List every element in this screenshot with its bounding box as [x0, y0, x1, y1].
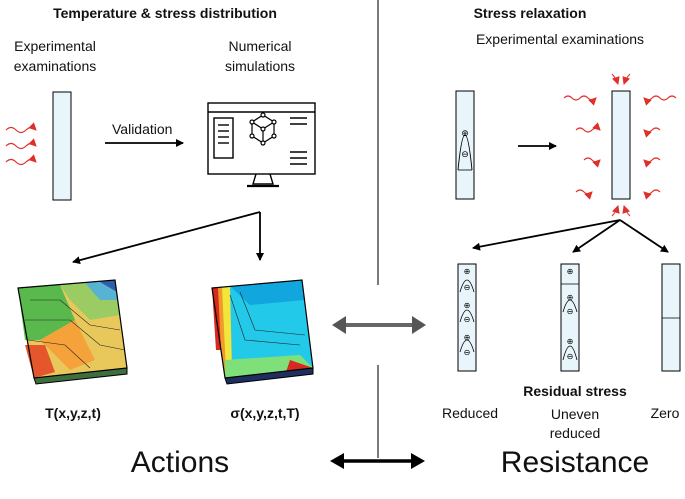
heat-wave-icon	[5, 122, 37, 166]
temperature-field-label: T(x,y,z,t)	[45, 405, 101, 421]
experimental-label-left: Experimental examinations	[13, 38, 97, 74]
plus-sign: ⊕	[567, 337, 574, 346]
residual-stress-label: Residual stress	[523, 383, 627, 399]
specimen-heated	[611, 90, 631, 200]
specimen-reduced: ⊕ ⊖ ⊕ ⊖ ⊕ ⊖	[457, 263, 477, 372]
left-panel-title: Temperature & stress distribution	[53, 5, 277, 21]
heat-wave-icon	[563, 73, 677, 217]
minus-sign: ⊖	[464, 315, 471, 324]
plus-sign: ⊕	[461, 129, 469, 139]
outcome-zero-label: Zero	[650, 405, 680, 421]
numerical-simulations-label: Numerical simulations	[224, 38, 296, 74]
stress-field-plate	[211, 279, 314, 385]
specimen-initial: ⊕ ⊖	[455, 90, 475, 200]
plus-sign: ⊕	[464, 333, 471, 342]
cube-network-icon	[249, 112, 277, 146]
actions-resistance-double-arrow	[330, 453, 425, 469]
minus-sign: ⊖	[464, 348, 471, 357]
specimen-uneven: ⊕ ⊕ ⊖ ⊕ ⊖	[560, 263, 580, 372]
experimental-label-right: Experimental examinations	[475, 31, 645, 47]
plate-left	[52, 91, 72, 201]
plus-sign: ⊕	[567, 293, 574, 302]
minus-sign: ⊖	[464, 283, 471, 292]
plus-sign: ⊕	[567, 267, 574, 276]
interaction-double-arrow	[332, 316, 426, 334]
actions-label: Actions	[130, 446, 230, 479]
temperature-field-plate	[17, 279, 128, 385]
plus-sign: ⊕	[464, 267, 471, 276]
minus-sign: ⊖	[461, 150, 469, 160]
validation-label: Validation	[112, 121, 173, 137]
resistance-label: Resistance	[500, 446, 650, 479]
specimen-zero	[661, 263, 681, 372]
outcome-uneven-label: Uneven reduced	[549, 406, 601, 441]
computer-monitor-icon	[207, 102, 316, 188]
minus-sign: ⊖	[567, 307, 574, 316]
outcome-arrows	[472, 219, 669, 253]
stress-field-label: σ(x,y,z,t,T)	[230, 405, 300, 421]
arrow-to-temperature	[72, 211, 261, 265]
right-panel-title: Stress relaxation	[473, 5, 587, 21]
outcome-reduced-label: Reduced	[441, 405, 499, 421]
minus-sign: ⊖	[567, 352, 574, 361]
plus-sign: ⊕	[464, 301, 471, 310]
